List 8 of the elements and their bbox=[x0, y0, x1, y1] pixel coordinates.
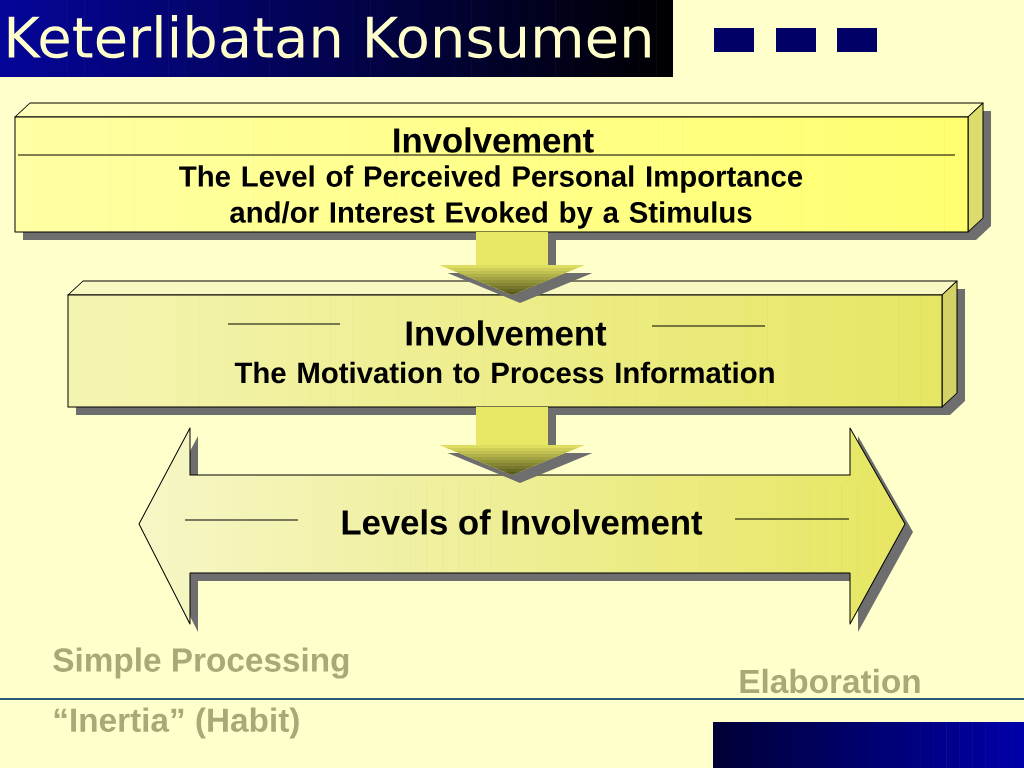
label-text: Elaboration bbox=[740, 668, 920, 694]
label-text: “Inertia” (Habit) bbox=[54, 707, 299, 739]
block-arrow bbox=[439, 232, 593, 303]
process-box: Involvement The Motivation to Process Information bbox=[67, 280, 965, 415]
process-box: Involvement The Level of Perceived Personal Importance and/or Interest Evoked by a Stimulus bbox=[14, 102, 991, 240]
title: Keterlibatan Konsumen bbox=[0, 0, 673, 77]
block-arrow bbox=[439, 407, 593, 483]
label-text: Simple Processing bbox=[53, 647, 349, 679]
